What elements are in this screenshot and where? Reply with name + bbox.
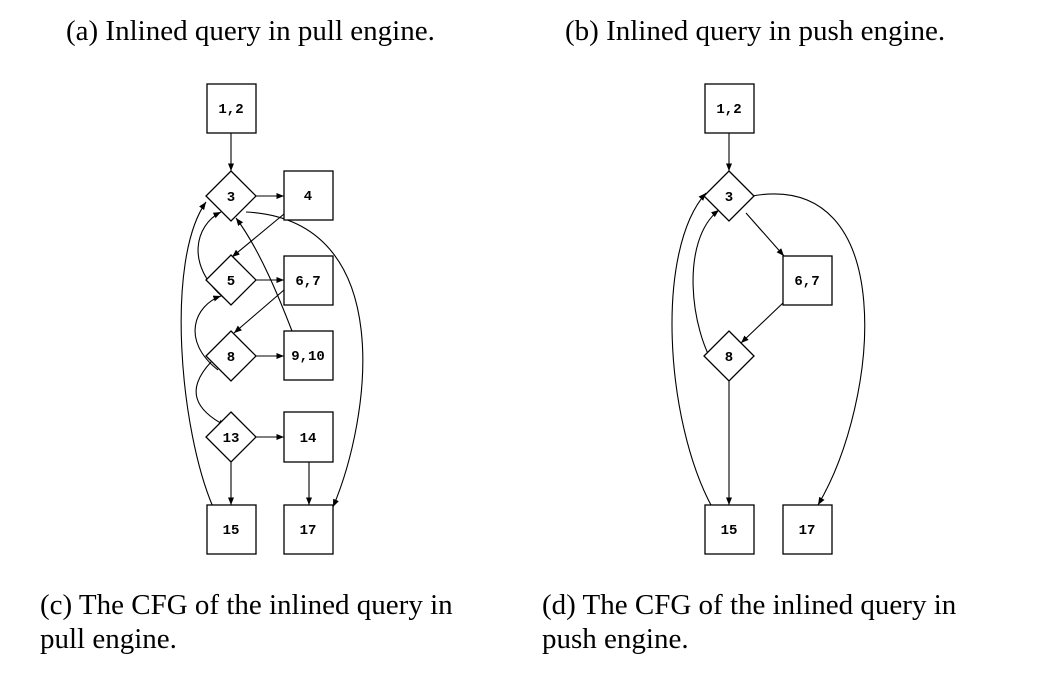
push-node-6-7-label: 6,7	[794, 274, 819, 290]
caption-c-line1: (c) The CFG of the inlined query in	[40, 589, 453, 621]
pull-node-17: 17	[283, 504, 334, 555]
edge-8-5	[194, 295, 222, 371]
pull-node-17-label: 17	[300, 523, 317, 539]
edge-push-3-17	[751, 193, 866, 506]
push-node-15: 15	[704, 504, 755, 555]
pull-node-5-label: 5	[227, 274, 235, 290]
push-edges	[671, 133, 866, 508]
edge-push-67-8	[740, 301, 785, 344]
pull-node-6-7: 6,7	[283, 255, 334, 306]
edge-3-17	[245, 211, 364, 508]
edge-push-15-3	[671, 192, 713, 508]
push-node-1-2: 1,2	[704, 83, 755, 134]
pull-node-15-label: 15	[223, 523, 240, 539]
push-node-6-7: 6,7	[782, 255, 833, 306]
pull-node-13-label: 13	[223, 431, 240, 447]
edge-15-3	[180, 201, 214, 508]
edge-67-8	[233, 289, 285, 334]
caption-d: (d) The CFG of the inlined query in push…	[542, 588, 956, 656]
pull-node-14-label: 14	[300, 431, 317, 447]
pull-node-9-10: 9,10	[283, 330, 334, 381]
pull-node-14: 14	[283, 411, 334, 463]
pull-node-1-2: 1,2	[206, 83, 257, 134]
caption-b: (b) Inlined query in push engine.	[565, 15, 946, 47]
push-node-8-label: 8	[725, 350, 733, 366]
pull-node-4: 4	[283, 170, 334, 221]
push-cfg: 1,2 3 6,7 8 15 17	[671, 83, 866, 555]
push-node-3: 3	[703, 170, 755, 222]
pull-node-8-label: 8	[227, 350, 235, 366]
pull-edges	[180, 133, 364, 508]
pull-node-5: 5	[205, 254, 257, 306]
caption-c: (c) The CFG of the inlined query in pull…	[40, 588, 453, 656]
caption-c-line2: pull engine.	[40, 623, 177, 655]
pull-node-13: 13	[205, 411, 257, 463]
edge-910-3	[235, 217, 293, 332]
pull-cfg: 1,2 3 4 5 6,7 8 9,10 13	[180, 83, 364, 555]
pull-node-1-2-label: 1,2	[218, 102, 243, 118]
pull-node-3-label: 3	[227, 190, 235, 206]
pull-node-6-7-label: 6,7	[295, 274, 320, 290]
pull-node-8: 8	[205, 330, 257, 382]
edge-8-13	[195, 361, 227, 427]
caption-d-line2: push engine.	[542, 623, 689, 655]
edge-push-3-67	[745, 212, 785, 257]
caption-d-line1: (d) The CFG of the inlined query in	[542, 589, 957, 621]
push-node-17: 17	[782, 504, 833, 555]
edge-4-5	[231, 213, 285, 258]
push-node-3-label: 3	[725, 190, 733, 206]
push-node-15-label: 15	[721, 523, 738, 539]
push-node-8: 8	[703, 330, 755, 382]
caption-a: (a) Inlined query in pull engine.	[66, 15, 435, 47]
pull-node-3: 3	[205, 170, 257, 222]
push-node-1-2-label: 1,2	[716, 102, 741, 118]
pull-node-9-10-label: 9,10	[291, 349, 325, 365]
pull-node-15: 15	[206, 504, 257, 555]
pull-node-4-label: 4	[304, 189, 312, 205]
push-node-17-label: 17	[799, 523, 816, 539]
